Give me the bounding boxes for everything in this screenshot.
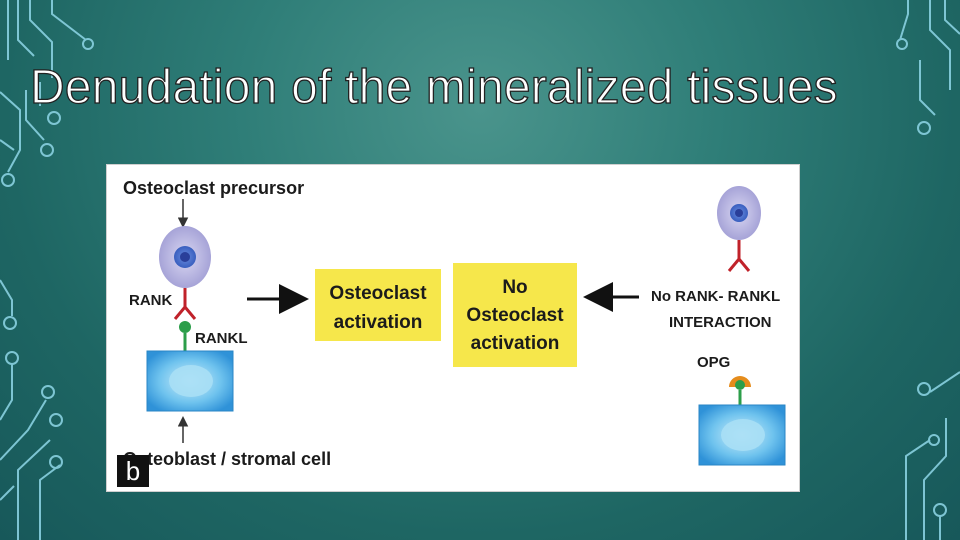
no-interaction-line2: INTERACTION: [669, 314, 772, 331]
activation-line2: activation: [334, 312, 423, 333]
osteoblast-stromal-label: Osteoblast / stromal cell: [123, 449, 331, 469]
panel-label: b: [117, 455, 149, 487]
nucleus-core: [180, 252, 190, 262]
pathway-diagram: Osteoclast precursor RANK RANKL Osteobla…: [123, 178, 786, 469]
no-activation-line1: No: [502, 277, 527, 298]
activation-line1: Osteoclast: [329, 283, 427, 304]
rankl-label: RANKL: [195, 330, 248, 347]
no-activation-line3: activation: [471, 333, 560, 354]
opg-label: OPG: [697, 354, 730, 371]
slide-title: Denudation of the mineralized tissues: [29, 60, 838, 114]
right-nucleus-core: [735, 209, 743, 217]
osteoblast-nucleus: [169, 365, 213, 397]
no-activation-box: [453, 263, 577, 367]
right-rank-receptor: [727, 240, 751, 272]
no-activation-line2: Osteoclast: [466, 305, 564, 326]
right-osteoblast-nucleus: [721, 419, 765, 451]
rank-label: RANK: [129, 292, 172, 309]
osteoclast-precursor-label: Osteoclast precursor: [123, 178, 304, 198]
right-rankl-ligand: [735, 380, 745, 390]
rank-receptor: [173, 288, 197, 320]
activation-box: [315, 269, 441, 341]
no-interaction-line1: No RANK- RANKL: [651, 288, 780, 305]
rank-rankl-figure: Osteoclast precursor RANK RANKL Osteobla…: [106, 164, 800, 492]
rankl-ligand: [179, 321, 191, 333]
